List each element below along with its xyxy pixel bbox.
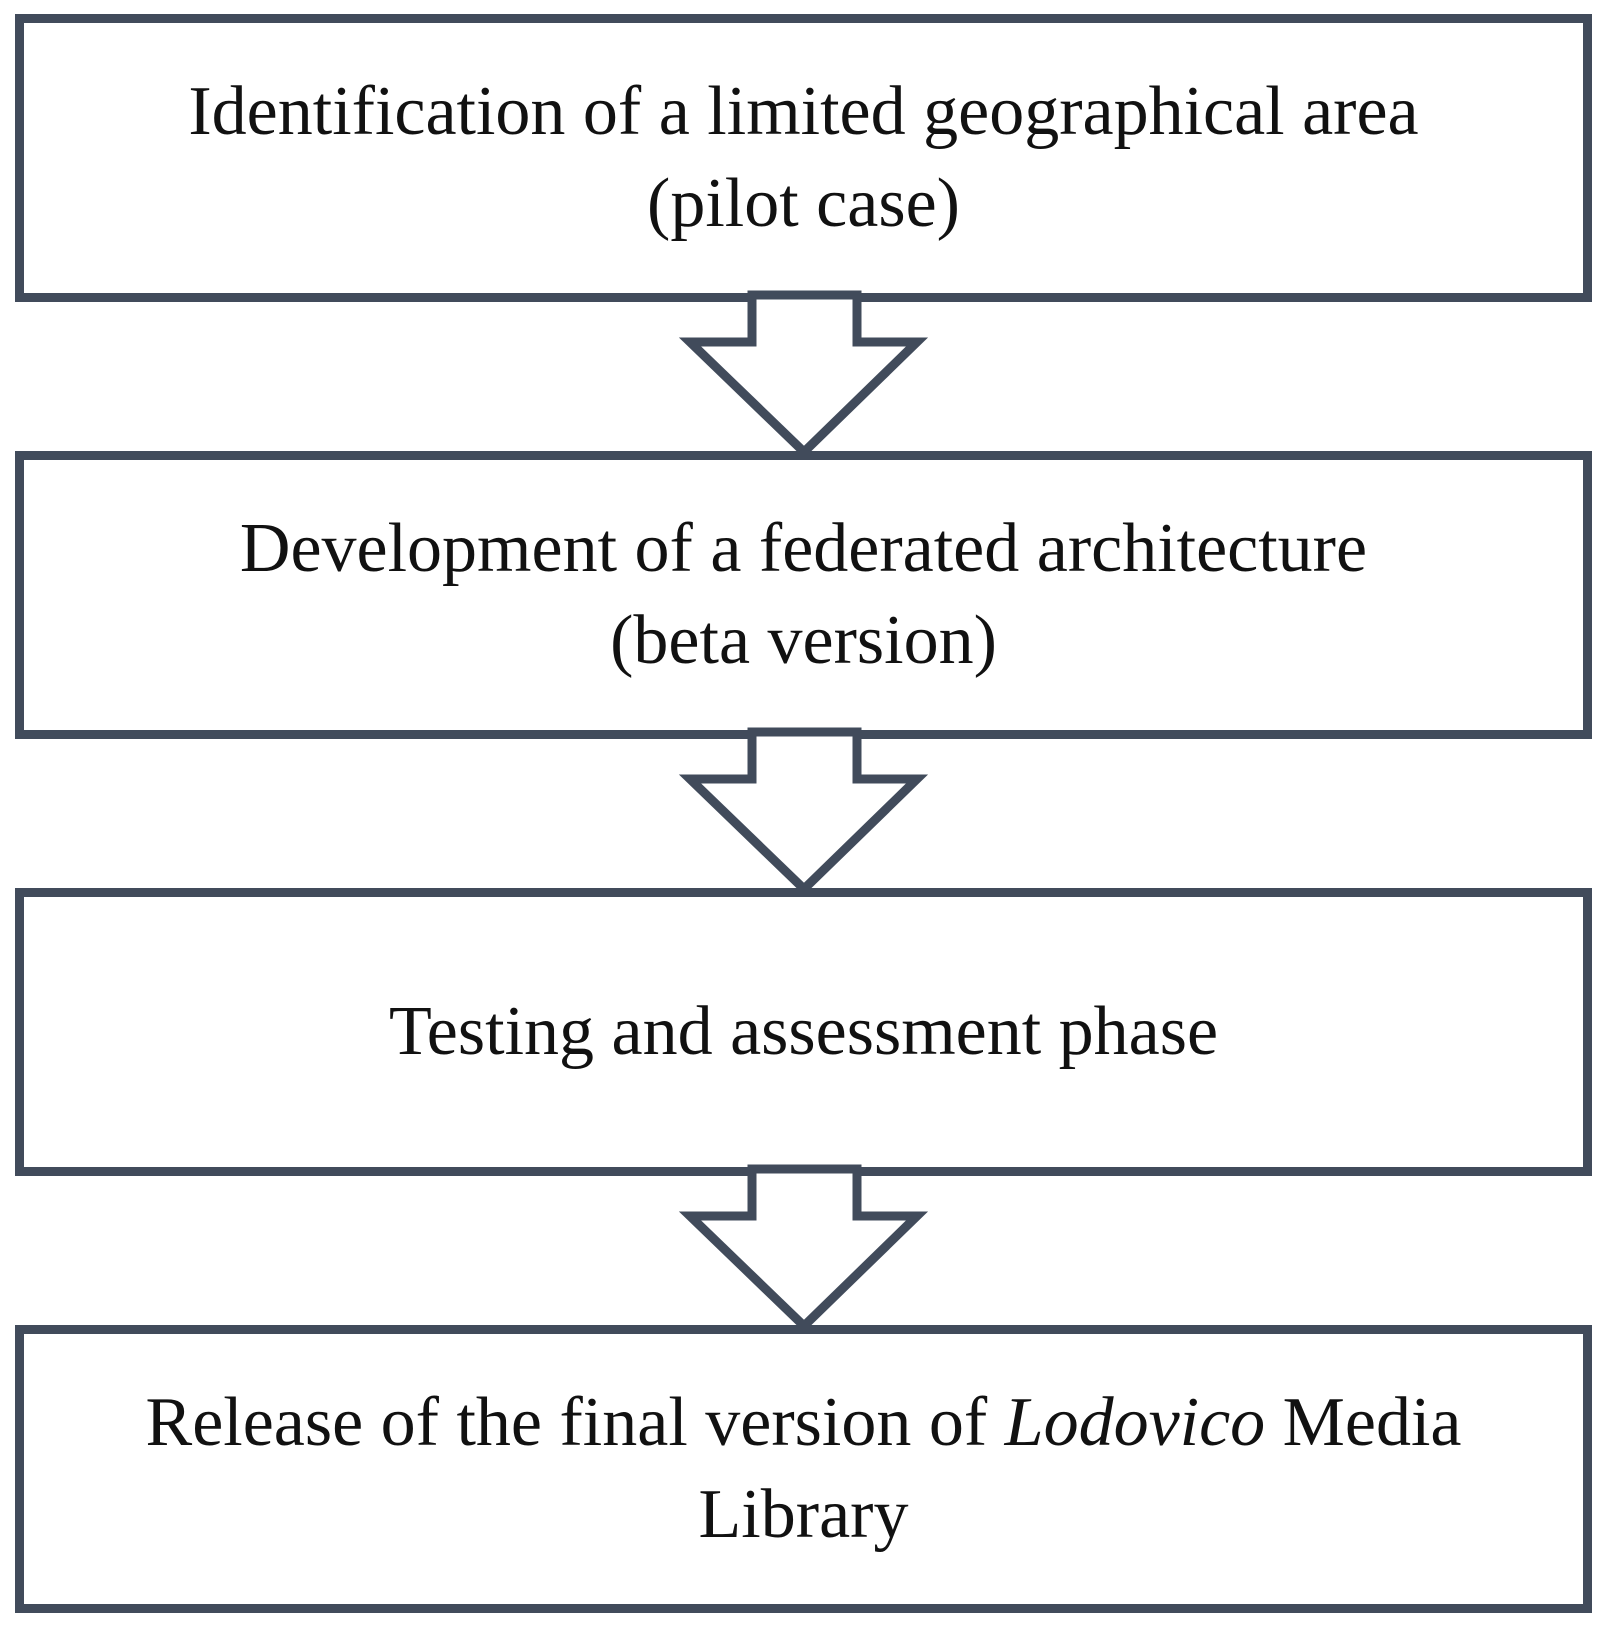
step-box-release: Release of the final version of Lodovico… xyxy=(15,1325,1592,1613)
step-text-testing: Testing and assessment phase xyxy=(389,986,1218,1078)
down-arrow-icon xyxy=(678,1164,929,1333)
step-4-product-name: Lodovico xyxy=(1004,1384,1266,1461)
step-1-line-1: Identification of a limited geographical… xyxy=(188,73,1419,150)
step-1-line-2: (pilot case) xyxy=(647,165,960,242)
down-arrow-icon xyxy=(678,727,929,896)
step-text-release: Release of the final version of Lodovico… xyxy=(146,1377,1462,1561)
step-2-line-2: (beta version) xyxy=(610,602,997,679)
down-arrow-icon xyxy=(678,290,929,459)
step-4-line-1: Release of the final version of Lodovico… xyxy=(146,1377,1462,1469)
step-2-line-1: Development of a federated architecture xyxy=(239,510,1368,587)
step-box-development: Development of a federated architecture … xyxy=(15,451,1592,739)
step-4-line-2: Library xyxy=(698,1476,909,1553)
step-box-testing: Testing and assessment phase xyxy=(15,888,1592,1176)
step-box-identification: Identification of a limited geographical… xyxy=(15,14,1592,302)
step-text-identification: Identification of a limited geographical… xyxy=(188,66,1418,250)
step-text-development: Development of a federated architecture … xyxy=(240,503,1367,687)
step-4-line-1-after: Media xyxy=(1265,1384,1462,1461)
step-3-line-1: Testing and assessment phase xyxy=(388,993,1219,1070)
step-4-line-1-before: Release of the final version of xyxy=(145,1384,1005,1461)
